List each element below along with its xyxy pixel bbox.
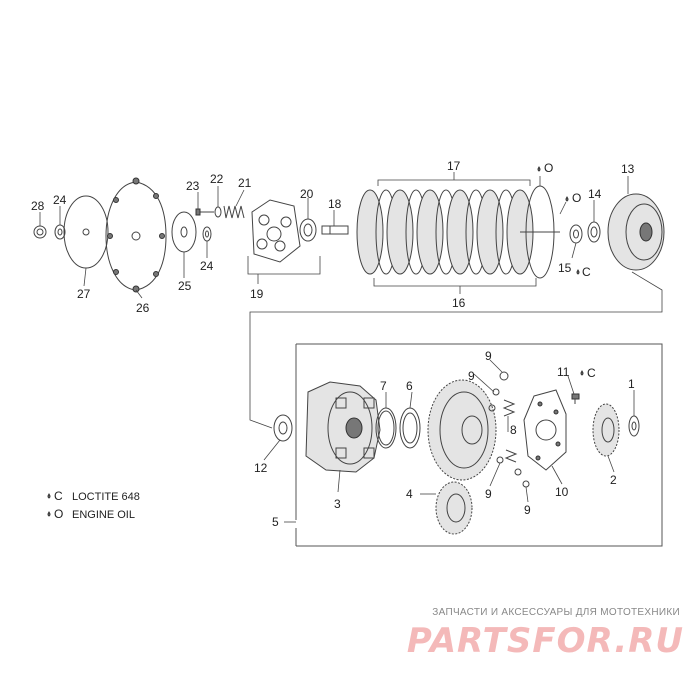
part-25-small-cover: [171, 211, 197, 253]
part-21-spring: [223, 205, 245, 219]
part-28-nut: [33, 225, 47, 239]
callout-22: 22: [210, 172, 224, 186]
part-4-gear: [435, 481, 473, 535]
part-2-gear: [592, 403, 620, 457]
callout-9: 9: [524, 503, 531, 517]
part-19-pressure-plate: [251, 199, 301, 263]
callout-24: 24: [200, 259, 214, 273]
legend: C LOCTITE 648 O ENGINE OIL: [47, 489, 140, 521]
part-8-spring: [502, 399, 518, 463]
loctite-drop-icon: C: [576, 265, 591, 279]
legend-loctite-label: LOCTITE 648: [72, 491, 140, 503]
loctite-symbol: C: [582, 265, 591, 279]
callout-18: 18: [328, 197, 342, 211]
part-primary-driven-gear: [427, 379, 497, 481]
part-10-plate: [523, 389, 567, 471]
oil-drop-icon: O: [537, 161, 553, 175]
callout-8: 8: [510, 423, 517, 437]
callout-21: 21: [238, 176, 252, 190]
callout-3: 3: [334, 497, 341, 511]
oil-symbol: O: [544, 161, 553, 175]
oil-symbol: O: [572, 191, 581, 205]
part-9-pin: [488, 371, 530, 488]
callout-19: 19: [250, 287, 264, 301]
loctite-symbol: C: [54, 489, 63, 503]
callout-2: 2: [610, 473, 617, 487]
callout-7: 7: [380, 379, 387, 393]
callout-28: 28: [31, 199, 45, 213]
callout-20: 20: [300, 187, 314, 201]
callout-16: 16: [452, 296, 466, 310]
part-26-clutch-cover: [105, 177, 167, 293]
part-3-clutch-basket: [305, 381, 381, 473]
watermark-logo: PARTSFOR.RU: [407, 621, 684, 661]
callout-14: 14: [588, 187, 602, 201]
loctite-drop-icon: C: [580, 366, 596, 380]
legend-oil: O ENGINE OIL: [47, 507, 135, 521]
oil-drop-icon: O: [565, 191, 581, 205]
callout-17: 17: [447, 159, 461, 173]
callout-27: 27: [77, 287, 91, 301]
callout-9: 9: [468, 369, 475, 383]
callout-26: 26: [136, 301, 150, 315]
part-6-oring: [399, 407, 421, 449]
callout-13: 13: [621, 162, 635, 176]
part-13-clutch-hub: [607, 193, 665, 271]
part-16-17-clutch-disc-pack: [356, 185, 560, 279]
part-22-washer: [214, 206, 222, 218]
callout-23: 23: [186, 179, 200, 193]
part-23-screw: [195, 208, 214, 216]
callout-9: 9: [485, 349, 492, 363]
part-14-washer: [587, 221, 601, 243]
callout-15: 15: [558, 261, 572, 275]
callout-11: 11: [557, 365, 570, 379]
part-11-screw: [571, 393, 580, 404]
part-24-oring: [202, 226, 212, 242]
callout-25: 25: [178, 279, 192, 293]
callout-9: 9: [485, 487, 492, 501]
part-27-gasket: [63, 195, 109, 269]
callout-4: 4: [406, 487, 413, 501]
loctite-symbol: C: [587, 366, 596, 380]
part-12-washer: [273, 414, 293, 442]
callout-10: 10: [555, 485, 569, 499]
legend-loctite: C LOCTITE 648: [47, 489, 140, 503]
callout-12: 12: [254, 461, 268, 475]
part-18-pushrod: [321, 225, 349, 235]
part-15-nut: [569, 224, 583, 244]
legend-oil-label: ENGINE OIL: [72, 509, 135, 521]
callout-1: 1: [628, 377, 635, 391]
watermark-tagline: ЗАПЧАСТИ И АКСЕССУАРЫ ДЛЯ МОТОТЕХНИКИ: [432, 607, 680, 618]
callout-5: 5: [272, 515, 279, 529]
part-20-bearing: [299, 218, 317, 242]
oil-symbol: O: [54, 507, 63, 521]
callout-6: 6: [406, 379, 413, 393]
part-1-washer: [628, 415, 640, 437]
watermark: ЗАПЧАСТИ И АКСЕССУАРЫ ДЛЯ МОТОТЕХНИКИ PA…: [407, 607, 684, 661]
callout-24: 24: [53, 193, 67, 207]
